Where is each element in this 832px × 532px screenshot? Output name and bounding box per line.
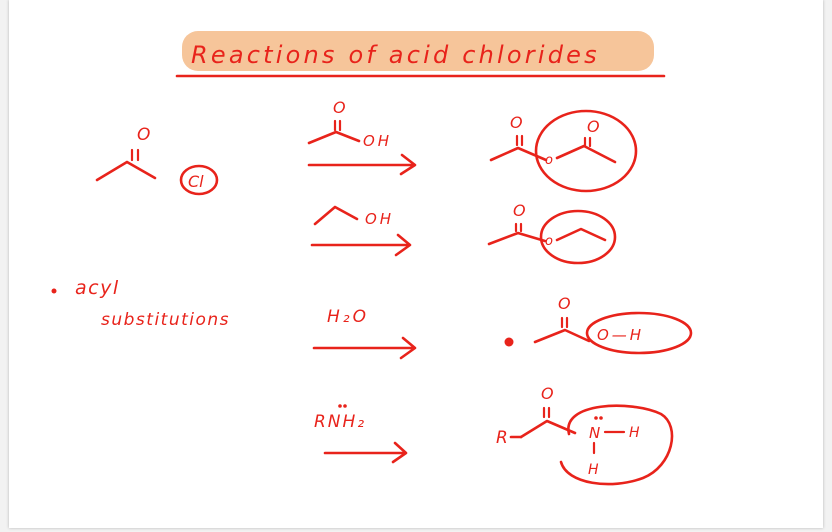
reaction-3-product-skeleton — [533, 328, 591, 344]
note-page: Reactions of acid chlorides O Cl acyl su… — [9, 0, 823, 528]
reaction-4-product-r: R — [496, 428, 508, 448]
acid-chloride-skeleton — [95, 160, 157, 182]
title-highlight — [182, 31, 654, 71]
reaction-1-product-double-bond-2 — [583, 136, 592, 148]
handwritten-diagram: Reactions of acid chlorides O Cl acyl su… — [51, 31, 693, 486]
reaction-2-ester-oxygen: o — [545, 234, 553, 249]
reaction-2-reagent-skeleton — [313, 205, 359, 226]
reaction-1-product-oxygen-1: O — [510, 113, 523, 132]
reaction-1-reagent-oh: OH — [363, 132, 392, 150]
side-note-line2: substitutions — [101, 310, 230, 330]
nitrogen-lone-pair-dot-2 — [599, 416, 603, 420]
reaction-1-product-double-bond-1 — [515, 134, 524, 147]
lone-pair-dot-2 — [343, 404, 347, 408]
reaction-2: OH O o — [310, 201, 617, 265]
reaction-1-product-skeleton-right — [555, 144, 617, 164]
reaction-2-reagent-oh: OH — [365, 210, 394, 228]
nitrogen-lone-pair-dot-1 — [594, 416, 598, 420]
acid-chloride-double-bond — [130, 148, 140, 162]
acid-chloride-oxygen: O — [137, 125, 150, 145]
page-title: Reactions of acid chlorides — [191, 41, 600, 69]
reaction-3-product-oxygen: O — [558, 294, 571, 313]
reaction-3-bullet — [504, 337, 514, 347]
reaction-4-h-right: H — [629, 425, 640, 441]
reaction-4-amide-circle — [559, 404, 674, 486]
lone-pair-dot-1 — [338, 404, 342, 408]
reaction-1-reagent-oxygen: O — [333, 98, 346, 117]
reaction-1-bridge-oxygen: o — [545, 153, 553, 168]
bullet-dot — [51, 288, 57, 294]
reaction-1-anhydride-circle — [534, 109, 638, 193]
reaction-4-h-bottom: H — [588, 462, 599, 478]
reaction-4-arrow — [323, 441, 408, 464]
reaction-1-product-oxygen-2: O — [587, 117, 600, 136]
reaction-4-product-skeleton — [519, 419, 577, 439]
reaction-2-product-skeleton — [487, 231, 547, 246]
side-note-line1: acyl — [75, 277, 120, 299]
reaction-2-ester-circle — [539, 209, 617, 265]
reaction-3-product-double-bond — [560, 316, 569, 329]
acid-chloride-structure: O Cl — [95, 125, 219, 196]
reaction-2-product-double-bond — [514, 222, 523, 233]
reaction-3: H₂O O O—H — [312, 294, 693, 360]
reaction-3-product-oh: O—H — [597, 326, 644, 344]
reaction-1-arrow — [307, 153, 417, 176]
reaction-4-reagent: RNH₂ — [314, 412, 366, 432]
reaction-1-reagent-double-bond — [333, 119, 342, 132]
reaction-3-reagent: H₂O — [327, 307, 369, 327]
reaction-2-ethyl-chain — [555, 227, 607, 242]
reaction-2-product-oxygen: O — [513, 201, 526, 220]
reaction-1-reagent-skeleton — [307, 130, 361, 145]
reaction-4-product-double-bond — [542, 406, 551, 419]
reaction-2-arrow — [310, 233, 412, 257]
reaction-4: RNH₂ R O N H H — [314, 384, 674, 486]
chlorine-circle — [179, 164, 219, 196]
reaction-1: O OH O o O — [307, 98, 638, 193]
reaction-3-hydroxyl-circle — [585, 311, 693, 355]
reaction-4-product-oxygen: O — [541, 384, 554, 403]
reaction-4-nitrogen: N — [589, 424, 600, 442]
chlorine-label: Cl — [188, 172, 204, 191]
reaction-3-arrow — [312, 336, 417, 360]
